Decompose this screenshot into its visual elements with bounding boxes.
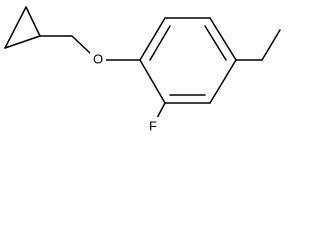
bond-cp2 [25,6,41,37]
bond-ar-4 [209,59,237,104]
bond-ch2-oxygen [71,35,92,55]
bond-cp3 [4,35,41,49]
bond-ethyl [261,29,281,61]
bond-ar-6 [139,59,166,104]
bond-ar-double-2 [204,25,227,61]
fluorine-atom: F [146,117,160,134]
oxygen-label: O [93,52,103,67]
bond-ar-1 [139,17,166,61]
fluorine-label: F [149,119,157,134]
cyclopropyl-ring [4,6,41,49]
bond-ar-3 [209,17,237,61]
structure-diagram: O F [4,6,281,134]
oxygen-atom: O [90,51,106,68]
bond-ar-double-1 [149,25,171,61]
bond-ring-fluorine [156,102,166,119]
benzene-ring [139,17,237,104]
bond-cp1 [4,6,27,49]
